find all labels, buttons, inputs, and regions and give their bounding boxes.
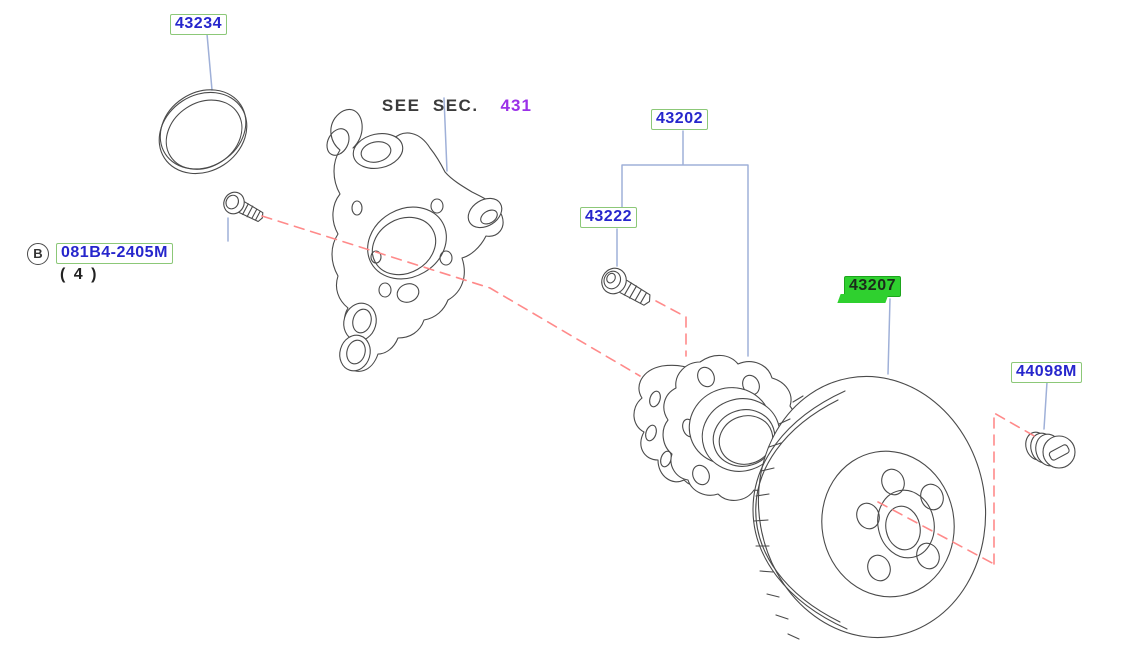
leader-lines: [206, 33, 1048, 430]
part-label-cap[interactable]: 44098M: [1011, 362, 1082, 383]
knuckle-bolt-quantity: ( 4 ): [60, 266, 99, 283]
assembly-centerline-dashed: [261, 215, 1037, 565]
snap-ring-drawing: [158, 89, 248, 175]
see-section-number[interactable]: 431: [500, 96, 532, 115]
knuckle-drawing: [326, 108, 504, 372]
ref-letter-badge: B: [27, 243, 49, 265]
part-label-snap-ring[interactable]: 43234: [170, 14, 227, 35]
hub-bolt-drawing: [601, 267, 651, 306]
part-label-hub-bolt[interactable]: 43222: [580, 207, 637, 228]
part-label-rotor[interactable]: 43207: [844, 276, 901, 297]
see-section-text: SEE SEC.: [381, 96, 479, 115]
part-label-hub-assembly[interactable]: 43202: [651, 109, 708, 130]
rotor-drawing: [752, 375, 987, 640]
see-section-note: SEE SEC. 431: [357, 76, 532, 136]
part-label-knuckle-bolt[interactable]: 081B4-2405M: [56, 243, 173, 264]
cap-drawing: [1025, 431, 1076, 469]
knuckle-bolt-drawing: [223, 191, 264, 223]
